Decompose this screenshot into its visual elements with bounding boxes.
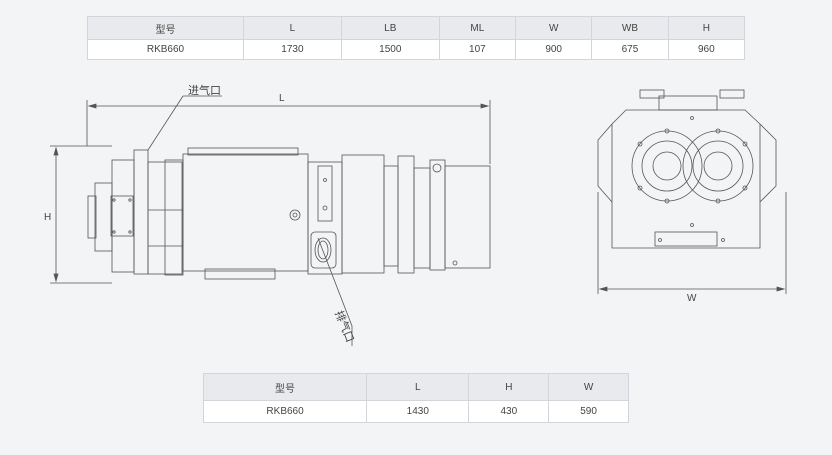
table-header-row: 型号 L H W xyxy=(202,373,629,401)
dimension-l-label: L xyxy=(279,93,285,104)
dimension-w-label: W xyxy=(687,293,697,304)
table-header-cell: H xyxy=(468,373,550,401)
table-header-cell: W xyxy=(515,16,593,40)
table-cell: 960 xyxy=(667,39,746,60)
table-cell: 900 xyxy=(515,39,593,60)
table-header-cell: H xyxy=(667,16,746,40)
dimension-h-label: H xyxy=(44,212,52,223)
table-row: RKB660 1730 1500 107 900 675 960 xyxy=(87,39,746,60)
table-header-row: 型号 L LB ML W WB H xyxy=(87,16,746,40)
table-cell: 675 xyxy=(591,39,669,60)
table-header-cell: L xyxy=(366,373,470,401)
outlet-flange xyxy=(310,231,337,269)
dimension-l xyxy=(86,100,491,164)
table-header-cell: 型号 xyxy=(87,16,244,40)
spec-table-bottom: 型号 L H W RKB660 1430 430 590 xyxy=(202,373,629,423)
table-header-cell: 型号 xyxy=(202,373,368,401)
table-cell: 590 xyxy=(548,400,629,423)
side-view xyxy=(87,147,491,280)
table-cell: 1730 xyxy=(243,39,342,60)
table-header-cell: LB xyxy=(340,16,440,40)
table-header-cell: WB xyxy=(591,16,669,40)
dimension-h xyxy=(50,145,112,284)
table-cell: RKB660 xyxy=(87,39,244,60)
outlet-leader xyxy=(317,237,353,346)
table-cell: 1430 xyxy=(366,400,470,423)
inlet-leader xyxy=(147,95,222,151)
table-cell: 430 xyxy=(468,400,550,423)
table-cell: RKB660 xyxy=(202,400,368,423)
table-header-cell: W xyxy=(548,373,629,401)
front-view xyxy=(597,89,777,249)
table-row: RKB660 1430 430 590 xyxy=(202,400,629,423)
inlet-label: 进气口 xyxy=(188,85,221,97)
dimension-w xyxy=(597,192,787,294)
table-cell: 107 xyxy=(438,39,517,60)
table-cell: 1500 xyxy=(340,39,440,60)
spec-table-top: 型号 L LB ML W WB H RKB660 1730 1500 107 9… xyxy=(87,16,746,60)
table-header-cell: L xyxy=(243,16,342,40)
